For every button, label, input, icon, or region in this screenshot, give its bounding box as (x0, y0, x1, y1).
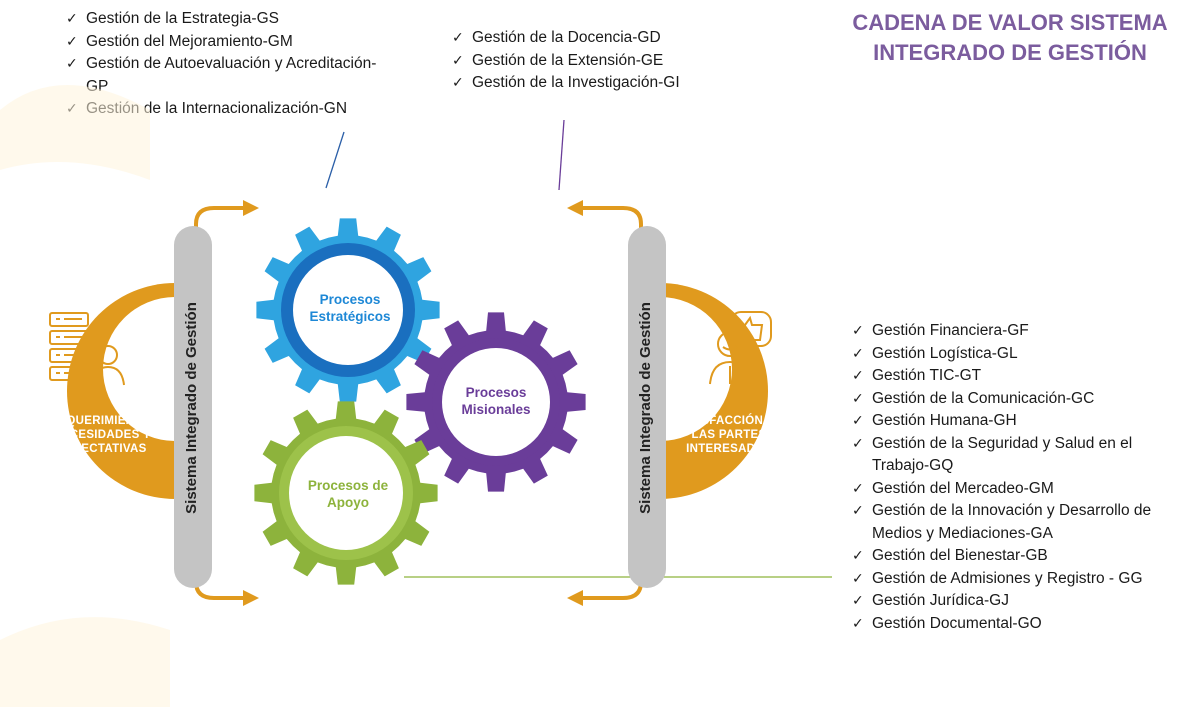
right-bar-label: Sistema Integrado de Gestión (637, 302, 654, 514)
top-right-arrow (567, 200, 643, 254)
left-badge-label: REQUERIMIENTO, NECESIDADES Y EXPECTATIVA… (49, 415, 155, 455)
background-shape-top (0, 85, 150, 180)
thumbs-up-person-icon (709, 311, 772, 385)
right-vertical-bar (628, 226, 666, 588)
missional-list-item: Gestión de la Investigación-GI (452, 72, 752, 95)
connector-line-missional (558, 119, 565, 191)
gear-strategic-center (293, 255, 403, 365)
background-shape-bottom (0, 617, 170, 707)
support-list-item: Gestión del Bienestar-GB (852, 545, 1172, 568)
missional-list-item: Gestión de la Extensión-GE (452, 50, 752, 73)
strategic-gear (256, 218, 440, 402)
support-list-item: Gestión del Mercadeo-GM (852, 478, 1172, 501)
support-list-item: Gestión de Admisiones y Registro - GG (852, 568, 1172, 591)
left-badge-shape (67, 283, 175, 499)
right-badge-label: SATISFACCIÓN DE LAS PARTES INTERESADAS (674, 415, 784, 455)
left-bar-label: Sistema Integrado de Gestión (183, 302, 200, 514)
top-left-arrow (194, 200, 259, 254)
checklist-person-icon (49, 312, 125, 386)
strategic-list-item: Gestión del Mejoramiento-GM (66, 31, 396, 54)
support-process-list: Gestión Financiera-GFGestión Logística-G… (852, 320, 1172, 635)
gear-support-center (289, 436, 403, 550)
missional-gear-label: Procesos Misionales (461, 385, 531, 417)
strategic-list-item: Gestión de la Estrategia-GS (66, 8, 396, 31)
support-list-item: Gestión de la Comunicación-GC (852, 388, 1172, 411)
support-gear (254, 401, 438, 585)
right-badge-shape (660, 283, 768, 499)
support-list-item: Gestión Documental-GO (852, 613, 1172, 636)
support-list-item: Gestión de la Innovación y Desarrollo de… (852, 500, 1172, 545)
connector-line-strategic (325, 131, 345, 189)
left-vertical-bar (174, 226, 212, 588)
gear-missional-center (442, 348, 550, 456)
support-list-item: Gestión Financiera-GF (852, 320, 1172, 343)
missional-list-item: Gestión de la Docencia-GD (452, 27, 752, 50)
missional-gear (406, 312, 586, 492)
support-list-item: Gestión TIC-GT (852, 365, 1172, 388)
support-list-item: Gestión Logística-GL (852, 343, 1172, 366)
support-list-item: Gestión Humana-GH (852, 410, 1172, 433)
diagram-title: CADENA DE VALOR SISTEMA INTEGRADO DE GES… (852, 10, 1168, 65)
support-list-item: Gestión Jurídica-GJ (852, 590, 1172, 613)
strategic-gear-label: Procesos Estratégicos (309, 292, 391, 324)
support-gear-label: Procesos de Apoyo (307, 478, 389, 510)
missional-process-list: Gestión de la Docencia-GDGestión de la E… (452, 27, 752, 95)
support-list-item: Gestión de la Seguridad y Salud en el Tr… (852, 433, 1172, 478)
